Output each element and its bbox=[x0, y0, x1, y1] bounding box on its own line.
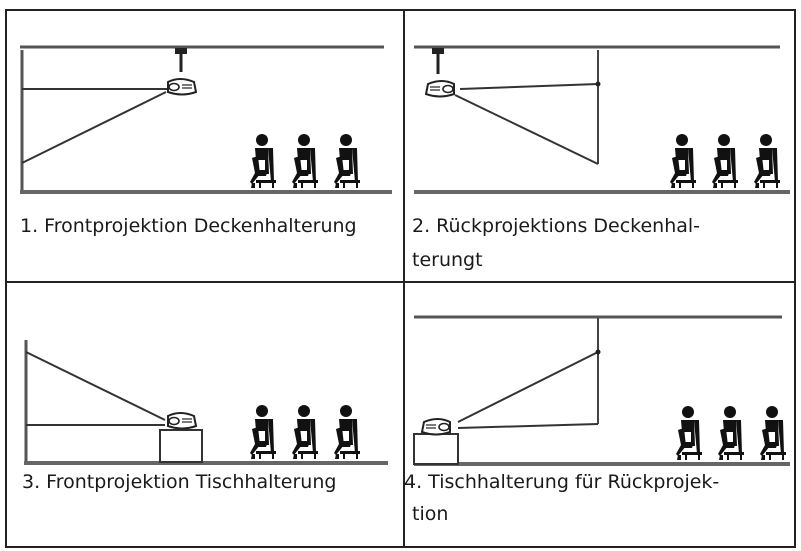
seated-person-icon bbox=[676, 406, 702, 460]
seated-person-icon bbox=[292, 405, 318, 459]
ceiling-mount-icon bbox=[175, 48, 187, 72]
seated-person-icon bbox=[250, 134, 276, 188]
table-icon bbox=[159, 429, 203, 463]
seated-person-icon bbox=[718, 406, 744, 460]
panel-1-illustration bbox=[20, 45, 392, 194]
seated-person-icon bbox=[292, 134, 318, 188]
projector-icon bbox=[167, 78, 197, 96]
panel-3-caption: 3. Frontprojektion Tischhalterung bbox=[22, 471, 337, 493]
projector-icon bbox=[425, 80, 455, 98]
panel-3-illustration bbox=[24, 340, 388, 465]
ceiling-mount-icon bbox=[432, 48, 444, 74]
table-icon bbox=[413, 433, 459, 465]
seated-person-icon bbox=[754, 134, 780, 188]
panel-4-caption-continued: tion bbox=[412, 503, 449, 525]
seated-person-icon bbox=[250, 405, 276, 459]
panel-4-caption: 4. Tischhalterung für Rückprojek- bbox=[404, 471, 720, 493]
seated-person-icon bbox=[712, 134, 738, 188]
panel-4-illustration bbox=[413, 315, 790, 466]
panel-2-illustration bbox=[414, 45, 790, 194]
outer-border bbox=[5, 9, 796, 548]
seated-person-icon bbox=[760, 406, 786, 460]
panel-1-caption: 1. Frontprojektion Deckenhalterung bbox=[20, 215, 357, 237]
projector-icon bbox=[167, 412, 197, 430]
seated-person-icon bbox=[334, 134, 360, 188]
panel-2-caption: 2. Rückprojektions Deckenhal- bbox=[412, 215, 701, 237]
seated-person-icon bbox=[670, 134, 696, 188]
panel-2-caption-continued: terungt bbox=[412, 249, 483, 271]
projector-icon bbox=[421, 418, 451, 436]
seated-person-icon bbox=[334, 405, 360, 459]
